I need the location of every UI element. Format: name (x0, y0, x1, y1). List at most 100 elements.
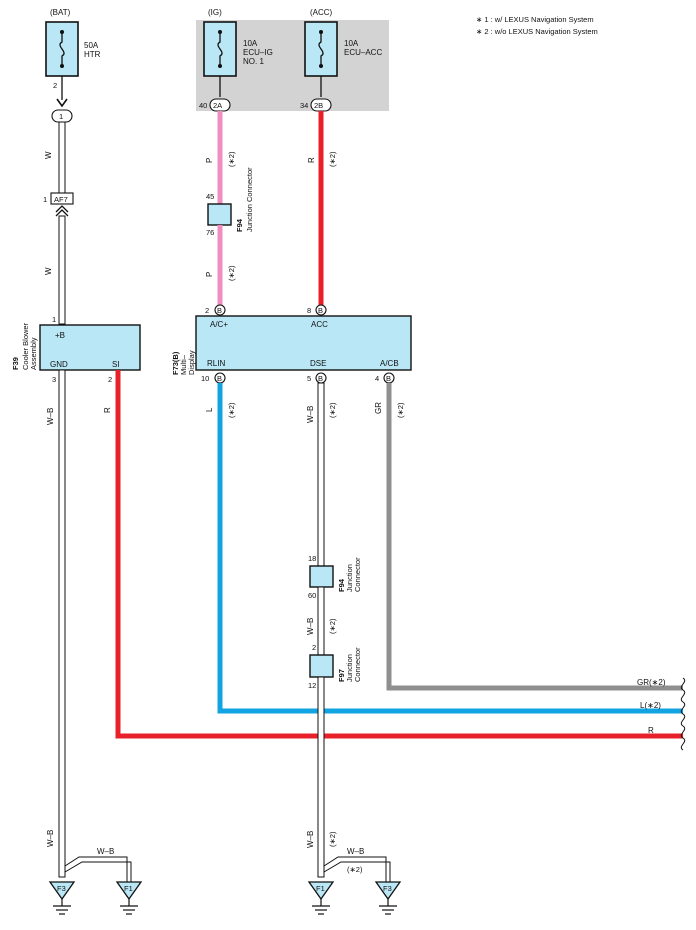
wire-wb-branch-right-label: W–B (347, 847, 364, 856)
wire-wb-dse-3-note: (∗2) (328, 831, 337, 847)
fuse-htr-node-bottom (60, 64, 64, 68)
continuation-gr: GR(∗2) (637, 678, 666, 687)
fuse-ecu-ig-node-top (218, 30, 222, 34)
wire-l-label: L (205, 407, 214, 412)
connector-2b-pin: 34 (300, 101, 308, 110)
blower-label-gnd: GND (50, 360, 68, 369)
wire-wb-blower-label-2: W–B (46, 830, 55, 847)
ground-f3-left (48, 881, 76, 915)
wire-p-2-label: P (205, 272, 214, 277)
wire-l-rlin (217, 383, 683, 714)
wire-r-si (115, 370, 683, 739)
fuse-ecu-ig-name-1: ECU–IG (243, 48, 273, 57)
wire-wb-branch-left (64, 856, 132, 882)
wire-gr-acb (386, 383, 683, 691)
wire-gr-label: GR (374, 402, 383, 414)
md-pin-acc: 8 (307, 306, 311, 315)
junction-f94-bottom (309, 565, 334, 588)
junction-f94-bottom-name-2: Connector (353, 557, 362, 592)
md-term-acc-letter: B (318, 306, 323, 315)
wire-wb-dse-1-note: (∗2) (328, 402, 337, 418)
wire-l-note: (∗2) (227, 402, 236, 418)
blower-pin-gnd: 3 (52, 375, 56, 384)
ground-f1-right (307, 881, 335, 915)
connector-arrow-1 (56, 98, 68, 108)
md-pin-rlin: 10 (201, 374, 209, 383)
ground-f1-left-label: F1 (124, 884, 133, 893)
md-term-rlin-letter: B (217, 374, 222, 383)
wire-wb-dse-3-label: W–B (306, 831, 315, 848)
cut-mark-r (680, 725, 686, 751)
continuation-r: R (648, 726, 654, 735)
ground-f1-left (115, 881, 143, 915)
md-pin-acb: 4 (375, 374, 379, 383)
blower-label-si: SI (112, 360, 120, 369)
wire-p-1-label: P (205, 158, 214, 163)
fuse-ecu-ig-name-2: NO. 1 (243, 57, 264, 66)
junction-f94-top-name: Junction Connector (245, 167, 254, 232)
wire-wb-branch-left-label: W–B (97, 847, 114, 856)
legend-note-2: ∗ 2 : w/o LEXUS Navigation System (476, 27, 598, 36)
junction-f94-bottom-code: F94 (337, 578, 346, 592)
md-label-acp: A/C+ (210, 320, 228, 329)
wire-w-1 (58, 121, 66, 194)
junction-f94-bottom-pin-in: 18 (308, 554, 316, 563)
md-pin-dse: 5 (307, 374, 311, 383)
wire-wb-dse-2 (317, 586, 325, 656)
fuse-htr-name: HTR (84, 50, 101, 59)
md-term-dse-letter: B (318, 374, 323, 383)
wire-w-1-label: W (44, 151, 53, 159)
wire-p-2-note: (∗2) (227, 265, 236, 281)
blower-pin-top: 1 (52, 315, 56, 324)
junction-f97-name-2: Connector (353, 647, 362, 682)
fuse-ecu-acc-rating: 10A (344, 39, 359, 48)
ig-source-label: (IG) (208, 8, 222, 17)
junction-f97-pin-out: 12 (308, 681, 316, 690)
wire-wb-dse-2-label: W–B (306, 618, 315, 635)
md-label-dse: DSE (310, 359, 326, 368)
junction-f94-top-code: F94 (235, 218, 244, 232)
fuse-ecu-acc-node-bottom (319, 64, 323, 68)
md-term-acb-letter: B (386, 374, 391, 383)
wire-r-acc-label: R (307, 157, 316, 163)
md-term-acc (315, 304, 327, 316)
wire-w-2-label: W (44, 267, 53, 275)
fuse-ecu-ig-node-bottom (218, 64, 222, 68)
fuse-ecu-ig-rating: 10A (243, 39, 258, 48)
ground-f3-left-label: F3 (57, 884, 66, 893)
wire-wb-branch-right (323, 856, 391, 882)
wire-wb-dse-2-note: (∗2) (328, 618, 337, 634)
fuse-htr-node-top (60, 30, 64, 34)
fuse-ecu-acc-symbol (318, 32, 324, 66)
wire-wb-dse-1 (317, 382, 325, 567)
fuse-ecu-acc-name: ECU–ACC (344, 48, 382, 57)
fuse-ecu-ig-symbol (217, 32, 223, 66)
ground-f3-right-label: F3 (383, 884, 392, 893)
connector-2a-pin: 40 (199, 101, 207, 110)
md-code: F73(B) (171, 351, 180, 375)
connector-af7-pin: 1 (43, 195, 47, 204)
junction-f97-code: F97 (337, 669, 346, 682)
md-term-acp (214, 304, 226, 316)
fuse-htr-pin: 2 (53, 81, 57, 90)
junction-f94-top-pin-out: 76 (206, 228, 214, 237)
blower-pin-si: 2 (108, 375, 112, 384)
fuse-ecu-acc-node-top (319, 30, 323, 34)
md-name-1: Multi– (179, 354, 188, 375)
cut-mark-l (680, 701, 686, 727)
ground-f1-right-label: F1 (316, 884, 325, 893)
connector-af7-chevron (55, 205, 69, 217)
md-label-acb: A/CB (380, 359, 399, 368)
wire-r-acc-note: (∗2) (328, 151, 337, 167)
wire-gr-note: (∗2) (396, 402, 405, 418)
fuse-htr-symbol (59, 32, 65, 66)
blower-label-b: +B (55, 331, 65, 340)
wire-wb-dse-3 (317, 676, 325, 878)
connector-1-label: 1 (59, 112, 63, 121)
wire-wb-dse-1-label: W–B (306, 406, 315, 423)
acc-source-label: (ACC) (310, 8, 333, 17)
connector-af7 (50, 192, 74, 205)
connector-2b-label: 2B (314, 101, 323, 110)
wire-p-1-note: (∗2) (227, 151, 236, 167)
fuse-htr-rating: 50A (84, 41, 99, 50)
